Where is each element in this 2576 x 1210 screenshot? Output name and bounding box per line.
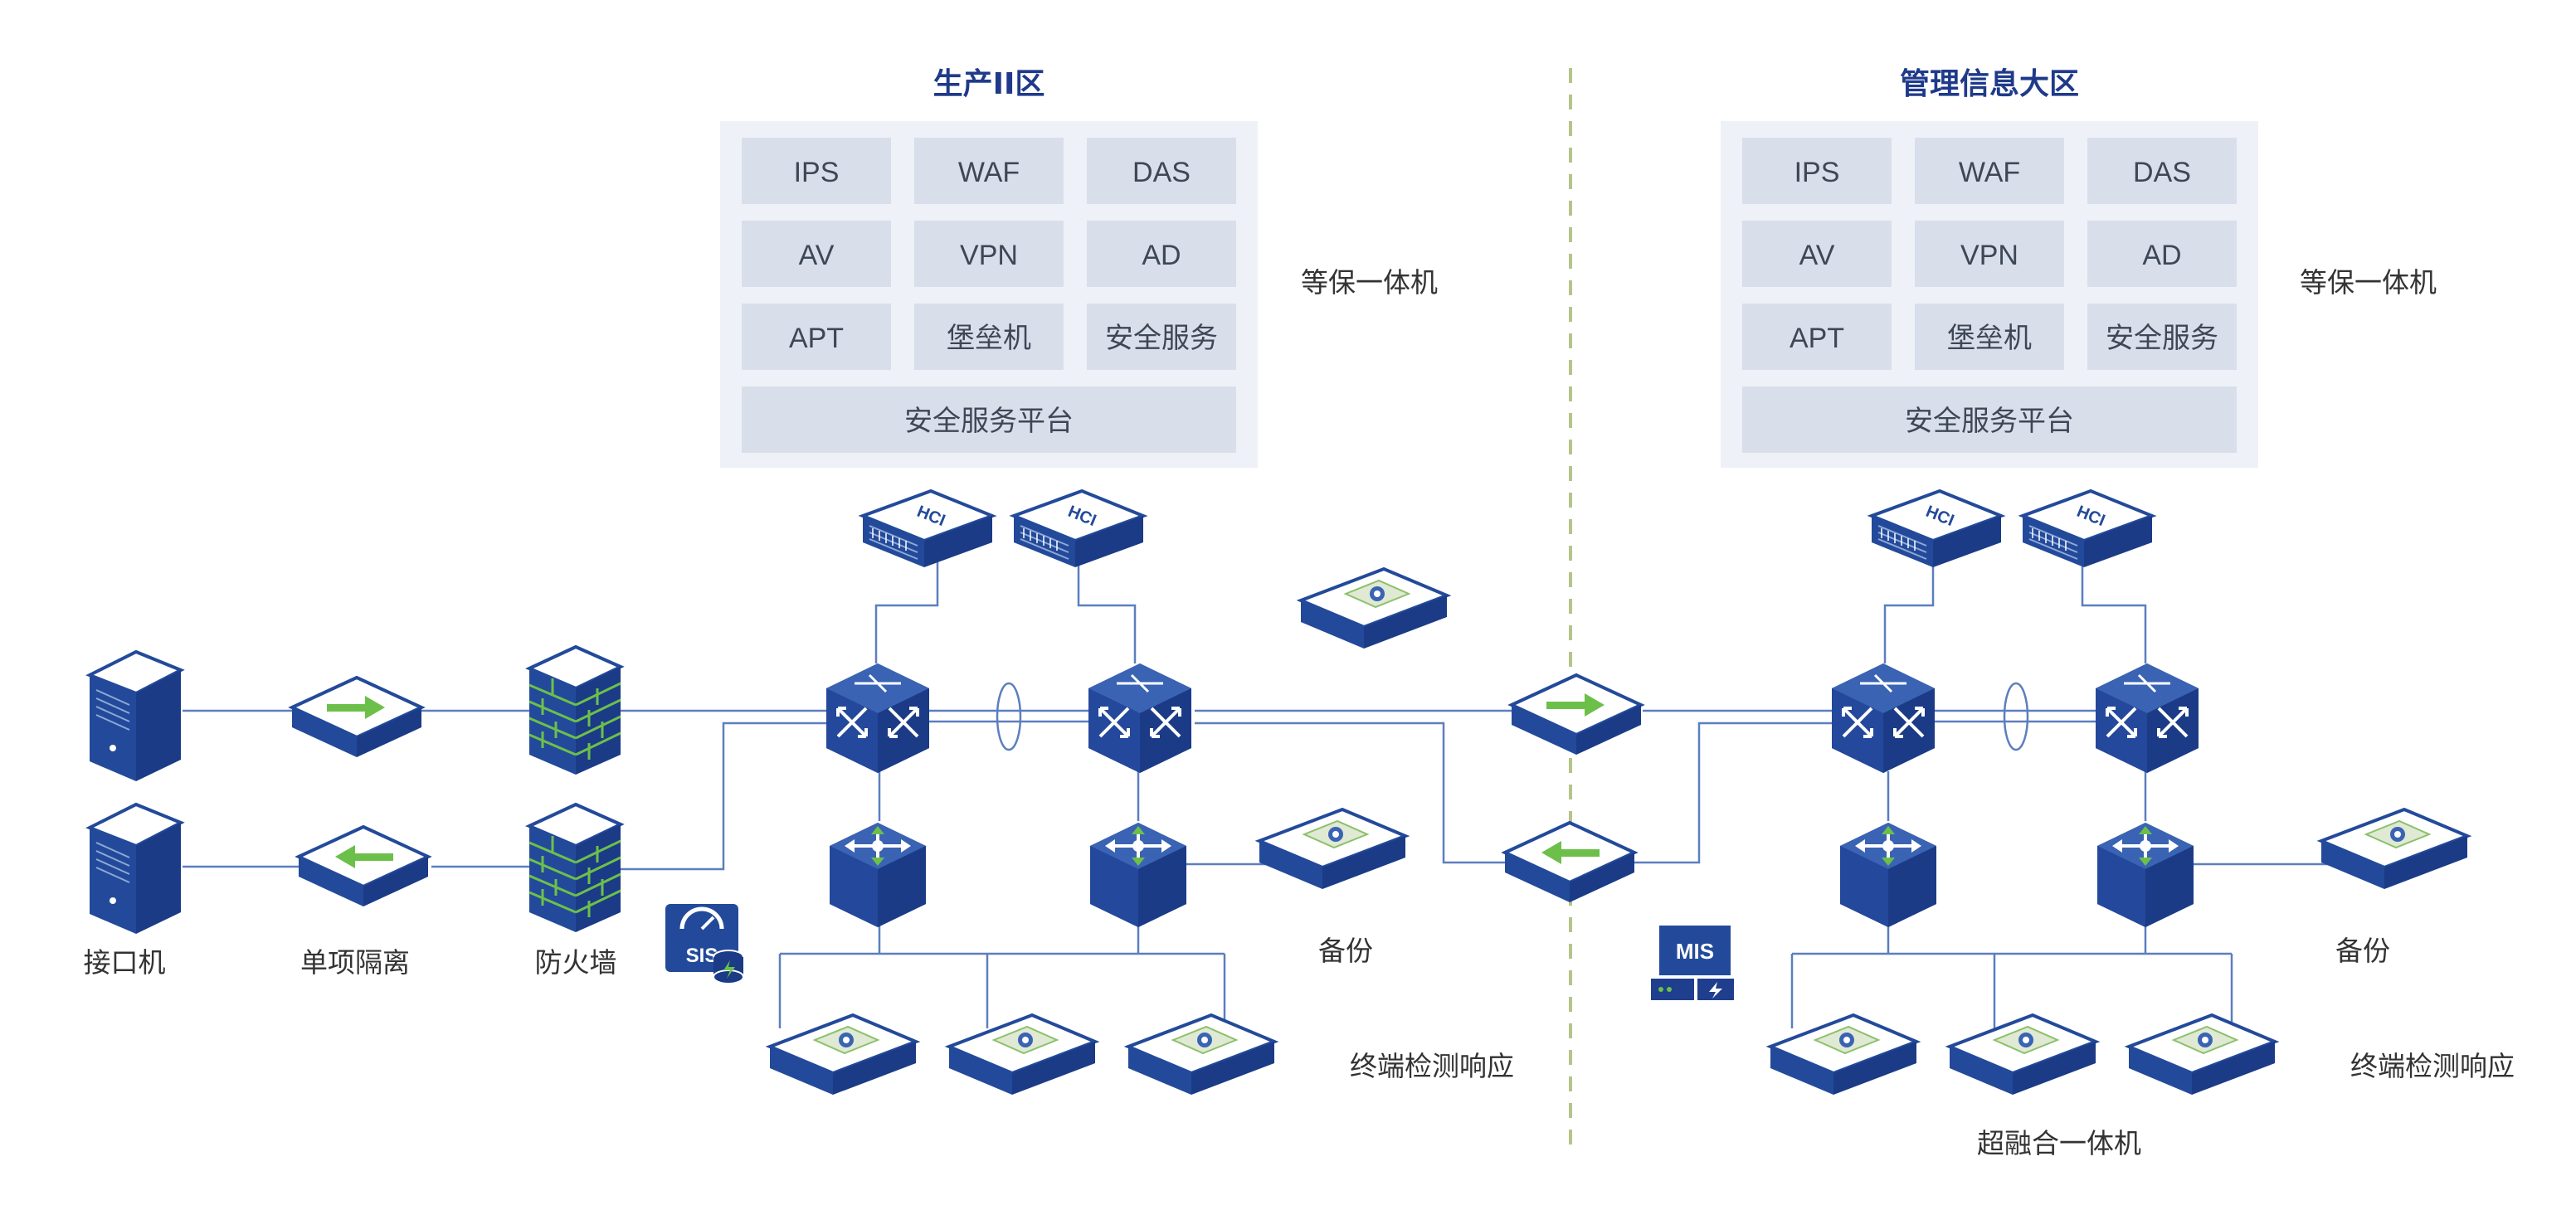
core-switch xyxy=(1830,662,1936,775)
interface-host-server xyxy=(88,803,183,935)
one-way-isolation-forward xyxy=(290,676,423,759)
security-panel-right: IPS WAF DAS AV VPN AD APT 堡垒机 安全服务 安全服务平… xyxy=(1721,121,2258,468)
label-backup-left: 备份 xyxy=(1318,935,1373,967)
panel-cell-ips: IPS xyxy=(794,157,840,188)
label-edr-right: 终端检测响应 xyxy=(2350,1050,2515,1082)
zone-title-right: 管理信息大区 xyxy=(1900,67,2079,101)
label-firewall: 防火墙 xyxy=(535,946,617,979)
edr-appliance xyxy=(2127,1013,2277,1096)
zone-title-left: 生产II区 xyxy=(933,67,1045,101)
sis-device: SIS xyxy=(665,904,744,984)
label-backup-right: 备份 xyxy=(2335,935,2390,967)
backup-appliance xyxy=(1258,808,1407,891)
panel-cell-ad: AD xyxy=(1142,240,1181,271)
core-switch xyxy=(1087,662,1193,775)
one-way-isolation-reverse xyxy=(297,825,430,908)
firewall-device xyxy=(528,645,622,776)
security-panel-left: IPS WAF DAS AV VPN AD APT 堡垒机 安全服务 安全服务平… xyxy=(720,121,1258,468)
panel-platform: 安全服务平台 xyxy=(904,406,1074,437)
panel-cell-waf: WAF xyxy=(958,157,1020,188)
link-aggregation-ring-right xyxy=(2003,682,2029,751)
panel-cell-das: DAS xyxy=(1132,157,1191,188)
edr-appliance xyxy=(768,1013,918,1096)
mis-device: MIS xyxy=(1651,926,1734,1000)
hci-server: HCI xyxy=(1012,489,1145,569)
edr-appliance xyxy=(1948,1013,2097,1096)
one-way-gateway-forward xyxy=(1510,673,1643,756)
label-one-way-isolation: 单项隔离 xyxy=(300,946,410,979)
backup-appliance xyxy=(2320,808,2469,891)
connection-lines xyxy=(183,556,2331,1028)
panel-cell-vpn: VPN xyxy=(960,240,1018,271)
panel-cell-security-service: 安全服务 xyxy=(2106,323,2218,354)
panel-cell-bastion: 堡垒机 xyxy=(947,323,1031,354)
firewall-device xyxy=(528,803,622,934)
panel-cell-das: DAS xyxy=(2133,157,2191,188)
panel-cell-security-service: 安全服务 xyxy=(1105,323,1218,354)
panel-platform: 安全服务平台 xyxy=(1905,406,2074,437)
edr-appliance xyxy=(1127,1013,1276,1096)
core-switch xyxy=(2094,662,2200,775)
panel-cell-vpn: VPN xyxy=(1960,240,2018,271)
panel-cell-waf: WAF xyxy=(1959,157,2020,188)
label-interface-host: 接口机 xyxy=(84,946,166,979)
security-appliance xyxy=(1299,567,1449,650)
interface-host-server xyxy=(88,650,183,783)
panel-label-left: 等保一体机 xyxy=(1301,266,1438,299)
access-switch xyxy=(828,821,928,929)
access-switch xyxy=(1088,821,1188,929)
panel-label-right: 等保一体机 xyxy=(2300,266,2437,299)
access-switch xyxy=(1838,821,1938,929)
panel-cell-av: AV xyxy=(799,240,835,271)
panel-cell-bastion: 堡垒机 xyxy=(1947,323,2032,354)
svg-text:MIS: MIS xyxy=(1676,939,1714,964)
one-way-gateway-reverse xyxy=(1503,821,1636,904)
hci-server: HCI xyxy=(1870,489,2003,569)
link-aggregation-ring-left xyxy=(996,682,1022,751)
panel-cell-av: AV xyxy=(1799,240,1835,271)
label-hci-appliance: 超融合一体机 xyxy=(1977,1127,2141,1159)
hci-server: HCI xyxy=(861,489,994,569)
core-switch xyxy=(825,662,931,775)
label-edr-left: 终端检测响应 xyxy=(1350,1050,1514,1082)
panel-cell-ad: AD xyxy=(2142,240,2181,271)
access-switch xyxy=(2096,821,2195,929)
hci-server: HCI xyxy=(2021,489,2154,569)
panel-cell-apt: APT xyxy=(1790,323,1844,354)
svg-text:SIS: SIS xyxy=(686,945,718,967)
edr-appliance xyxy=(947,1013,1097,1096)
panel-cell-apt: APT xyxy=(789,323,844,354)
panel-cell-ips: IPS xyxy=(1794,157,1840,188)
